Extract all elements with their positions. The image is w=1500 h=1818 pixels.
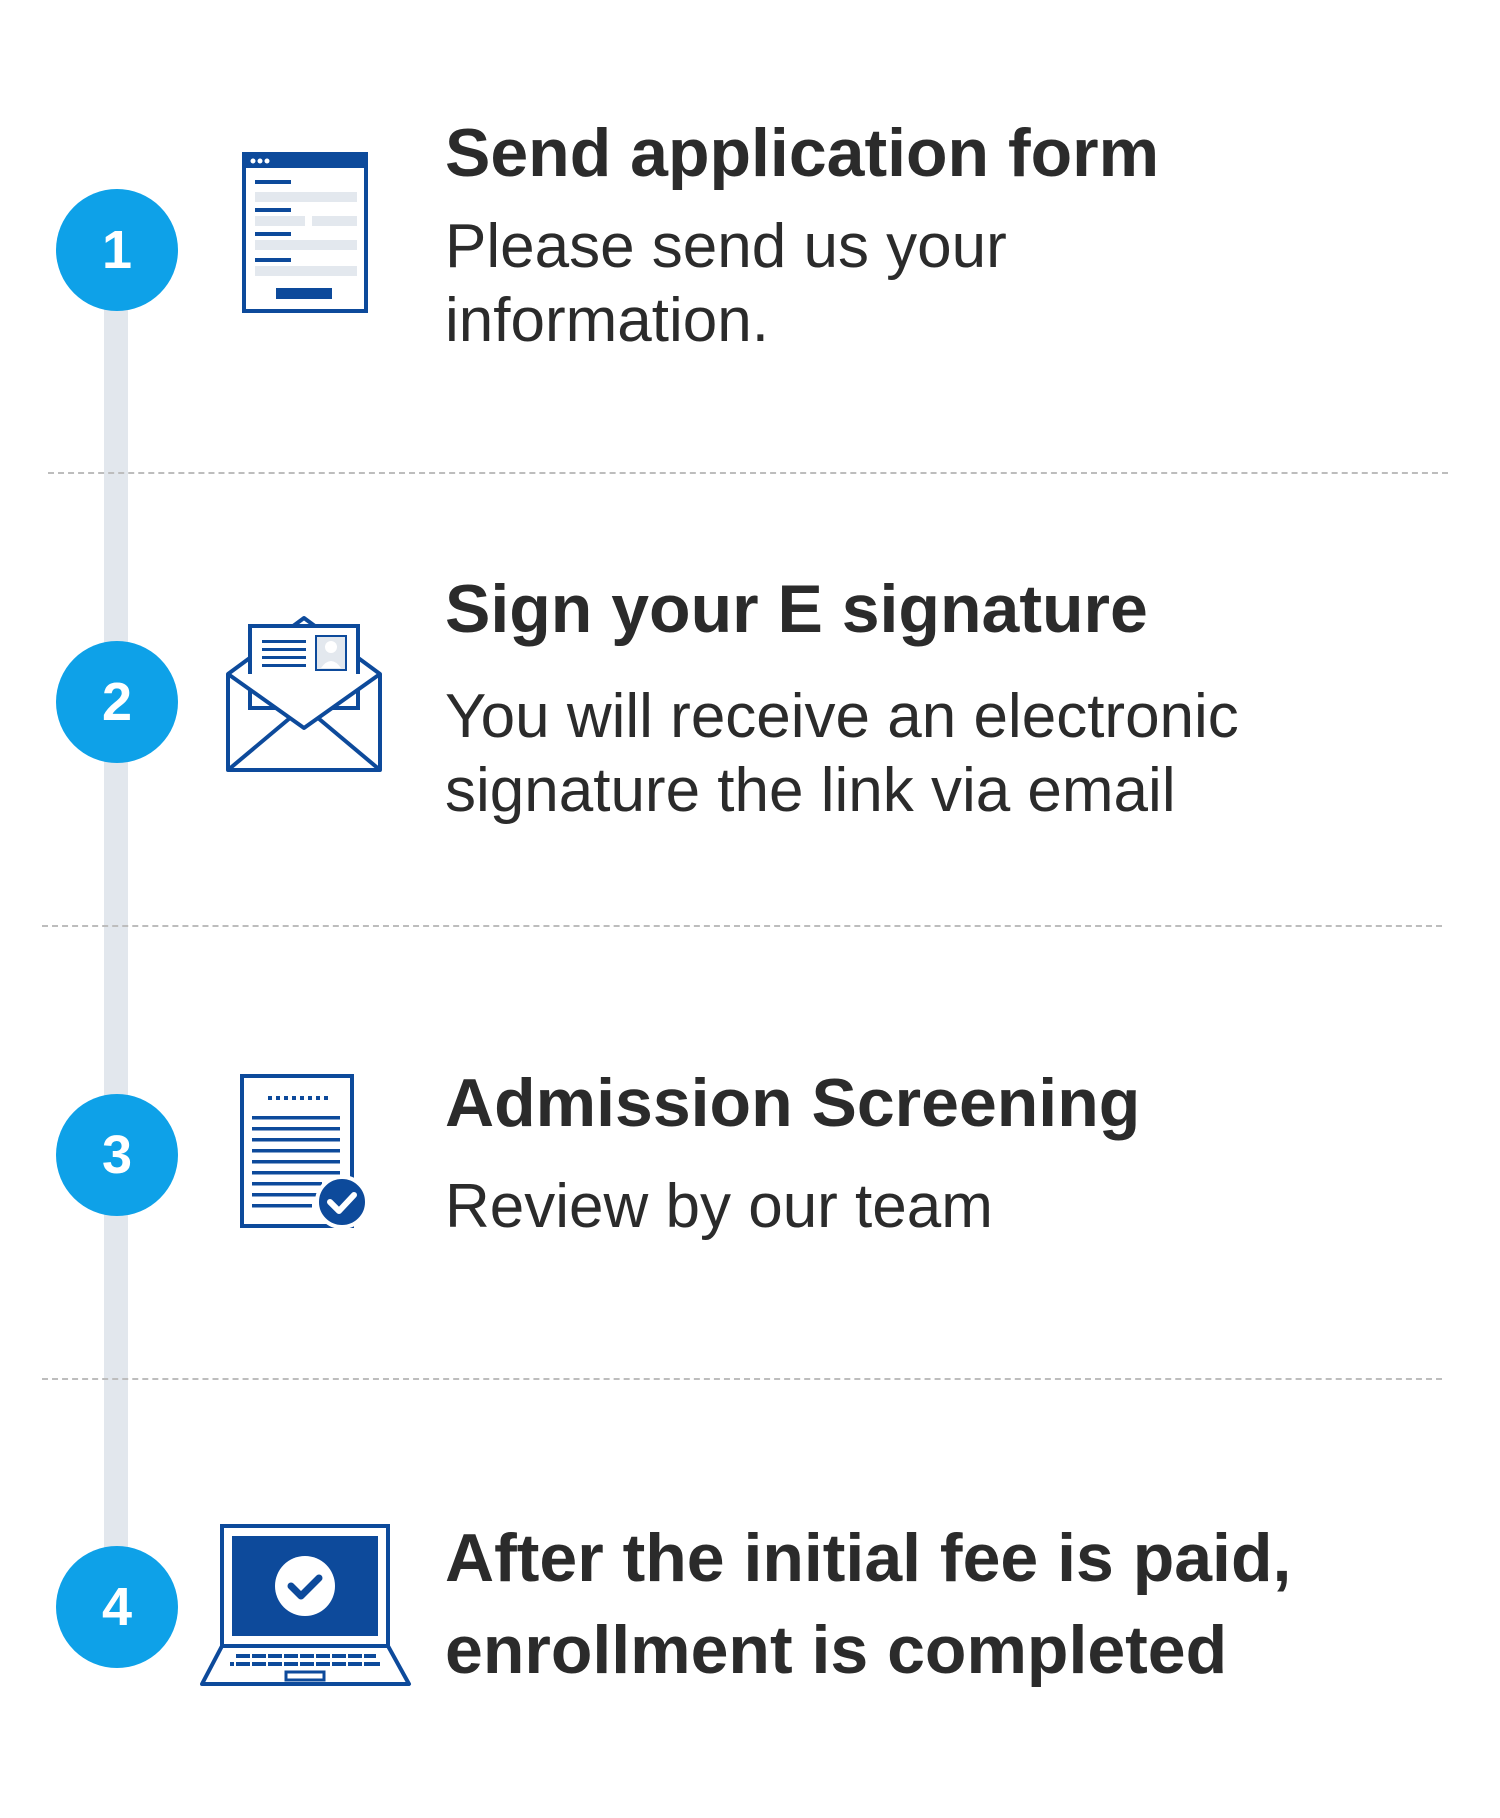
step-description: Review by our team: [445, 1172, 993, 1241]
step-number-badge: 3: [56, 1094, 178, 1216]
step-title: Admission Screening: [445, 1065, 1141, 1141]
step-number: 3: [101, 1125, 133, 1185]
step-description: Please send us your information.: [445, 212, 1007, 355]
application-form-icon: [242, 152, 368, 313]
step-number-badge: 4: [56, 1546, 178, 1668]
document-check-icon: [240, 1074, 369, 1229]
step-divider: [42, 1378, 1442, 1380]
timeline-track: [104, 305, 128, 1555]
step-number-badge: 1: [56, 189, 178, 311]
step-title: After the initial fee is paid, enrollmen…: [445, 1520, 1292, 1688]
step-number: 1: [101, 220, 133, 280]
step-title: Send application form: [445, 115, 1160, 191]
step-divider: [48, 472, 1448, 474]
laptop-check-icon: [200, 1524, 411, 1686]
step-number: 2: [101, 672, 133, 732]
step-number-badge: 2: [56, 641, 178, 763]
step-number: 4: [101, 1577, 133, 1637]
envelope-letter-icon: [226, 616, 382, 772]
step-title: Sign your E signature: [445, 571, 1148, 647]
step-divider: [42, 925, 1442, 927]
step-description: You will receive an electronic signature…: [445, 682, 1239, 825]
